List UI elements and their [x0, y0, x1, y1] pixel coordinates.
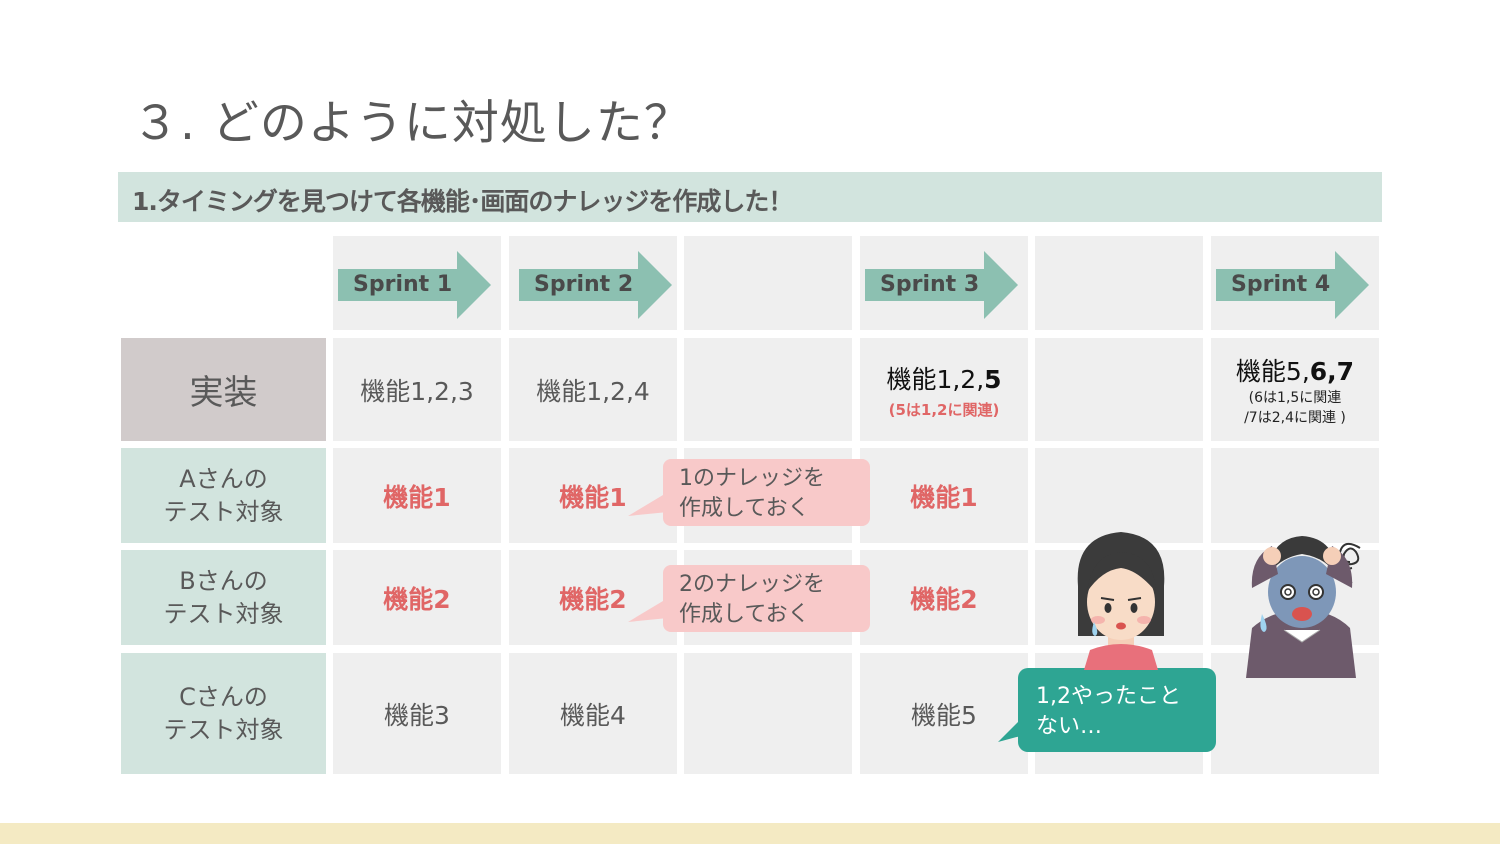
footer-bar — [0, 823, 1500, 844]
slide-title: ３. どのように対処した？ — [132, 96, 692, 151]
sprint-2-label: Sprint 2 — [534, 272, 634, 297]
a-gap2 — [1035, 448, 1203, 543]
impl-gap2 — [1035, 338, 1203, 441]
header-cell-3 — [684, 236, 852, 330]
a-sprint1: 機能1 — [333, 448, 501, 543]
a-sprint2: 機能1 — [509, 448, 677, 543]
row-head-b: Bさんの テスト対象 — [121, 550, 326, 645]
worried-woman-illustration — [1077, 532, 1165, 670]
impl-sprint4-note2: /7は2,4に関連 ) — [1244, 409, 1346, 426]
knowledge-bubble-1: 1のナレッジを 作成しておく — [663, 459, 870, 526]
impl-sprint3: 機能1,2,5 (5は1,2に関連) — [860, 338, 1028, 441]
panicked-man-illustration — [1246, 536, 1361, 678]
sprint-3-arrow — [865, 251, 1018, 319]
b-sprint3: 機能2 — [860, 550, 1028, 645]
b-sprint2: 機能2 — [509, 550, 677, 645]
worried-speech-bubble: 1,2やったこと ない… — [1018, 668, 1216, 752]
impl-gap1 — [684, 338, 852, 441]
c-sprint2: 機能4 — [509, 653, 677, 774]
knowledge-bubble-2: 2のナレッジを 作成しておく — [663, 565, 870, 632]
c-gap1 — [684, 653, 852, 774]
impl-sprint2: 機能1,2,4 — [509, 338, 677, 441]
sprint-2-arrow — [519, 251, 672, 319]
impl-sprint1: 機能1,2,3 — [333, 338, 501, 441]
a-sprint4 — [1211, 448, 1379, 543]
bubble-1-tail — [628, 492, 668, 516]
a-sprint3: 機能1 — [860, 448, 1028, 543]
sprint-4-arrow — [1216, 251, 1369, 319]
sprint-1-arrow — [338, 251, 491, 319]
row-head-a: Aさんの テスト対象 — [121, 448, 326, 543]
impl-sprint4-note1: (6は1,5に関連 — [1248, 389, 1342, 406]
sprint-3-label: Sprint 3 — [880, 272, 980, 297]
subtitle: 1.タイミングを見つけて各機能･画面のナレッジを作成した！ — [132, 187, 793, 216]
b-sprint1: 機能2 — [333, 550, 501, 645]
c-sprint3: 機能5 — [860, 653, 1028, 774]
impl-sprint4: 機能5,6,7 (6は1,5に関連 /7は2,4に関連 ) — [1211, 338, 1379, 441]
header-cell-5 — [1035, 236, 1203, 330]
sprint-4-label: Sprint 4 — [1231, 272, 1331, 297]
row-head-c: Cさんの テスト対象 — [121, 653, 326, 774]
bubble-2-tail — [628, 598, 668, 622]
subtitle-bar: 1.タイミングを見つけて各機能･画面のナレッジを作成した！ — [118, 172, 1382, 222]
c-sprint1: 機能3 — [333, 653, 501, 774]
impl-sprint3-note: (5は1,2に関連) — [888, 400, 1000, 419]
sprint-1-label: Sprint 1 — [353, 272, 453, 297]
row-head-impl: 実装 — [121, 338, 326, 441]
